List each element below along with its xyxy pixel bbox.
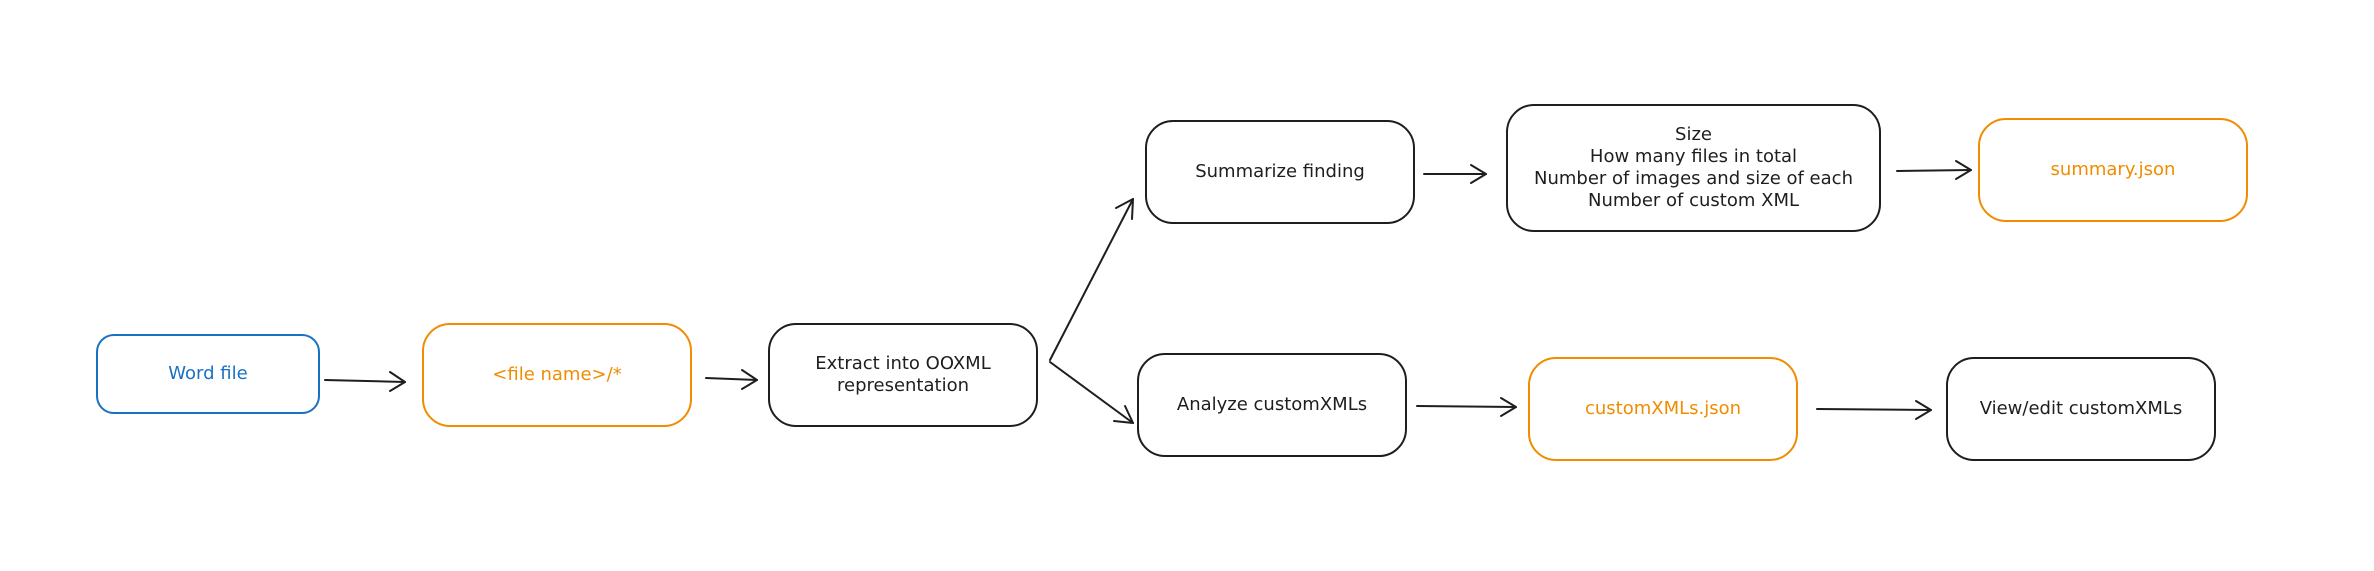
arrow-word-to-filename [324, 371, 406, 392]
node-word-file: Word file [96, 334, 320, 414]
node-summary-json-label: summary.json [2050, 159, 2176, 180]
arrow-extract-to-summarize [1049, 198, 1134, 361]
node-summarize: Summarize finding [1145, 120, 1415, 224]
arrow-details-to-summary-json [1896, 160, 1972, 180]
node-word-file-label: Word file [168, 363, 248, 384]
node-summary-details-label: Size How many files in total Number of i… [1534, 124, 1853, 211]
node-file-name: <file name>/* [422, 323, 692, 427]
node-extract-label: Extract into OOXML representation [815, 353, 991, 396]
node-view-edit: View/edit customXMLs [1946, 357, 2216, 461]
node-file-name-label: <file name>/* [492, 364, 622, 385]
arrow-customxmls-json-to-view-edit [1816, 400, 1932, 420]
node-view-edit-label: View/edit customXMLs [1979, 398, 2183, 419]
node-customxmls-json: customXMLs.json [1528, 357, 1798, 461]
node-extract: Extract into OOXML representation [768, 323, 1038, 427]
arrow-analyze-to-customxmls-json [1416, 397, 1517, 417]
node-summarize-label: Summarize finding [1195, 161, 1365, 182]
node-summary-json: summary.json [1978, 118, 2248, 222]
arrow-extract-to-analyze [1049, 361, 1134, 424]
node-summary-details: Size How many files in total Number of i… [1506, 104, 1881, 232]
arrow-summarize-to-details [1423, 164, 1487, 184]
node-customxmls-json-label: customXMLs.json [1584, 398, 1742, 419]
node-analyze-label: Analyze customXMLs [1176, 394, 1368, 415]
arrow-filename-to-extract [705, 369, 758, 390]
node-analyze: Analyze customXMLs [1137, 353, 1407, 457]
